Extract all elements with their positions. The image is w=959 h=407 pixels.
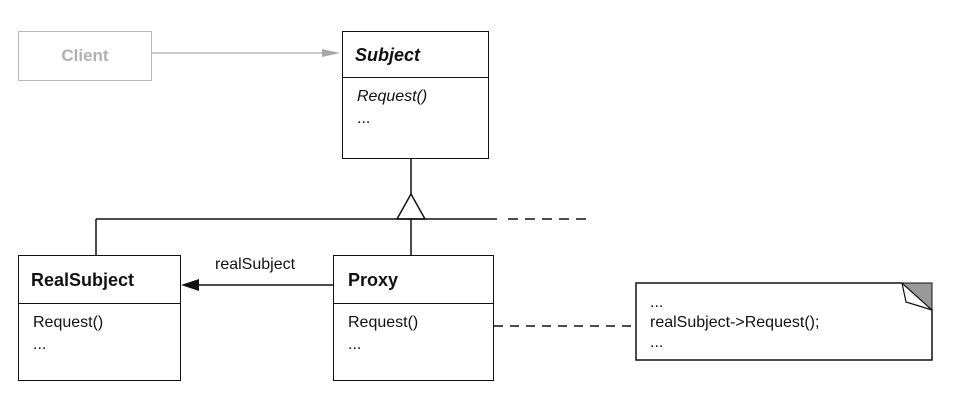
association-label: realSubject [215,256,296,273]
subject-operation: ... [357,110,371,127]
proxy-class: Proxy Request() ... [333,255,494,381]
note-connector [469,321,636,331]
subject-class: Subject Request() ... [342,31,489,159]
subject-name: Subject [343,32,488,78]
implementation-note: ... realSubject->Request(); ... [636,283,932,360]
note-lines: ... realSubject->Request(); ... [650,293,819,353]
note-line: ... [650,294,664,311]
association-arrowhead [181,279,199,291]
inheritance-triangle [395,192,427,220]
proxy-operation: ... [348,336,362,353]
client-name: Client [61,46,109,65]
client-class: Client [18,31,152,81]
note-line: ... [650,334,664,351]
proxy-name: Proxy [334,256,493,304]
client-subject-connector [152,49,340,57]
proxy-operation: Request() [348,314,419,331]
inheritance-connector [95,159,590,255]
client-arrowhead [322,49,340,57]
note-line: realSubject->Request(); [650,314,820,331]
real-subject-association [181,279,333,291]
proxy-operations: Request() ... [334,304,493,356]
real-subject-class: RealSubject Request() ... [18,255,181,381]
real-subject-operation: ... [33,336,47,353]
real-subject-name: RealSubject [19,256,180,304]
subject-operation: Request() [357,88,428,105]
real-subject-operations: Request() ... [19,304,180,356]
note-shape [635,282,933,361]
note-fold-corner [900,282,933,312]
real-subject-operation: Request() [33,314,104,331]
subject-operations: Request() ... [343,78,488,130]
